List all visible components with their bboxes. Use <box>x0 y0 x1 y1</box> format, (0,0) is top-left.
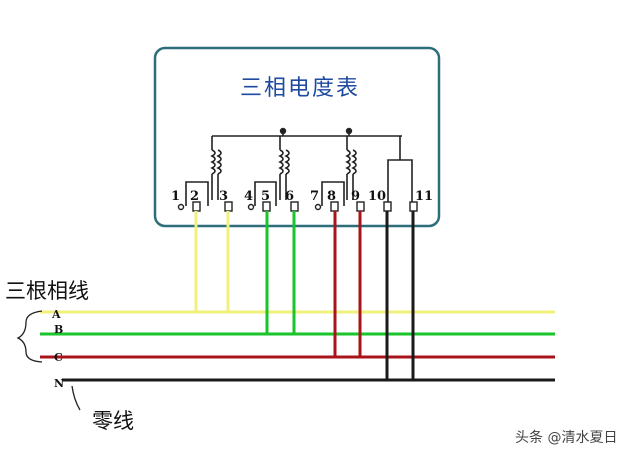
terminal-numbers: 1 2 3 4 5 6 7 8 9 10 11 <box>171 189 433 204</box>
phase-brace <box>16 310 43 363</box>
meter-body <box>153 46 441 228</box>
neutral-leader <box>71 385 81 411</box>
meter-internal-circuit <box>185 127 413 206</box>
watermark: 头条 @清水夏日 <box>515 429 617 446</box>
neutral-line-label: 零线 <box>92 409 134 433</box>
line-label-b: B <box>54 323 63 336</box>
line-labels: A B C N <box>51 308 64 390</box>
meter-title: 三相电度表 <box>240 76 360 101</box>
terminal-number: 10 <box>368 189 386 204</box>
terminal-number: 5 <box>261 189 270 204</box>
terminal-blocks <box>177 201 418 212</box>
phase-lines-label: 三根相线 <box>5 279 89 303</box>
line-label-n: N <box>54 377 64 390</box>
terminal-number: 3 <box>219 189 228 204</box>
meter-connection-wires <box>194 211 415 380</box>
terminal-number: 9 <box>351 189 360 204</box>
line-label-c: C <box>54 351 63 364</box>
line-label-a: A <box>51 308 61 321</box>
terminal-number: 1 <box>171 189 180 204</box>
terminal-number: 6 <box>285 189 294 204</box>
terminal-number: 8 <box>327 189 336 204</box>
terminal-number: 4 <box>244 189 253 204</box>
terminal-number: 11 <box>415 189 433 204</box>
terminal-number: 2 <box>190 189 199 204</box>
terminal-number: 7 <box>310 189 319 204</box>
supply-lines <box>40 310 555 382</box>
